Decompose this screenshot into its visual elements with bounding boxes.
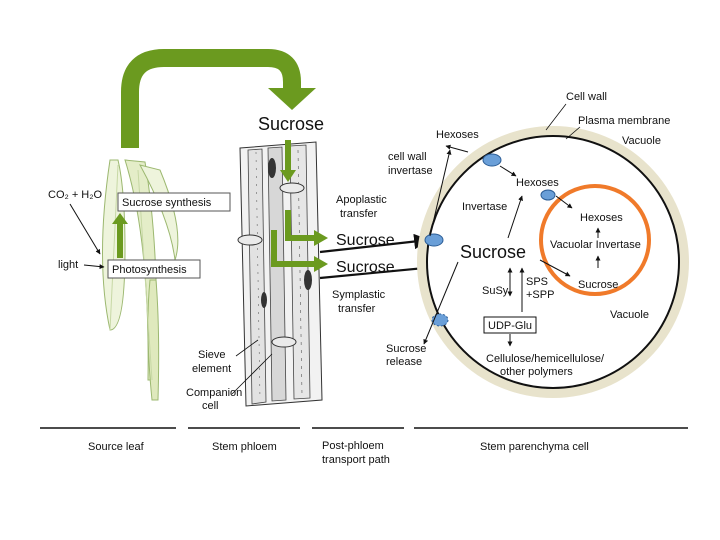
stem-phloem-illustration xyxy=(237,141,323,407)
sucrose-top-label: Sucrose xyxy=(258,114,324,134)
transporter-hexose-icon xyxy=(482,153,502,167)
hexoses-out-arrow xyxy=(445,144,469,153)
co2-h2o-label: CO₂ + H₂O xyxy=(48,189,103,201)
apoplastic-label-1: Apoplastic xyxy=(336,194,387,206)
companion-cell-label-1: Companion xyxy=(186,387,242,399)
hexoses-outer-label: Hexoses xyxy=(436,129,479,141)
hexose-import-arrow xyxy=(499,165,517,177)
sucrose-release-label-1: Sucrose xyxy=(386,343,426,355)
footer-source-leaf: Source leaf xyxy=(88,441,145,453)
symplastic-label-2: transfer xyxy=(338,303,376,315)
hexoses-vac-label: Hexoses xyxy=(580,212,623,224)
sps-label-1: SPS xyxy=(526,276,548,288)
sucrose-into-vacuole-arrow xyxy=(539,259,571,277)
photosynthesis-box: Photosynthesis xyxy=(107,259,201,279)
hexoses-cyto-label: Hexoses xyxy=(516,177,559,189)
sucrose-center-label: Sucrose xyxy=(460,242,526,262)
transporter-release-icon xyxy=(431,313,449,327)
cell-wall-invertase-label-1: cell wall xyxy=(388,151,427,163)
phloem-down-arrows xyxy=(271,140,328,272)
invertase-label: Invertase xyxy=(462,201,507,213)
cell-wall-invertase-label-2: invertase xyxy=(388,165,433,177)
vacuole-top-label: Vacuole xyxy=(622,135,661,147)
invertase-arrow xyxy=(507,195,523,239)
sps-label-2: +SPP xyxy=(526,289,554,301)
sucrose-vac-label: Sucrose xyxy=(578,279,618,291)
light-arrow xyxy=(83,264,105,270)
footer-stem-parenchyma: Stem parenchyma cell xyxy=(480,441,589,453)
svg-text:Photosynthesis: Photosynthesis xyxy=(112,264,187,276)
sieve-element-label-2: element xyxy=(192,363,231,375)
leaf-up-arrow xyxy=(112,213,128,258)
apoplastic-label-2: transfer xyxy=(340,208,378,220)
cell-wall-pointer xyxy=(545,103,567,131)
companion-cell-label-2: cell xyxy=(202,400,219,412)
cellulose-label-2: other polymers xyxy=(500,366,573,378)
plasma-membrane-label: Plasma membrane xyxy=(578,115,670,127)
sucrose-release-label-2: release xyxy=(386,356,422,368)
sieve-element-label-1: Sieve xyxy=(198,349,226,361)
co2-arrow xyxy=(69,203,101,255)
apoplastic-arrow xyxy=(319,233,430,254)
sucrose-synthesis-box: Sucrose synthesis xyxy=(117,192,231,212)
cw-invertase-arrow xyxy=(429,149,452,237)
cell-wall-label: Cell wall xyxy=(566,91,607,103)
vacuole-bottom-label: Vacuole xyxy=(610,309,649,321)
vacuole-ring xyxy=(539,184,651,296)
svg-text:Sucrose synthesis: Sucrose synthesis xyxy=(122,197,212,209)
udp-glu-box: UDP-Glu xyxy=(483,316,537,334)
symplastic-label-1: Symplastic xyxy=(332,289,386,301)
companion-pointer xyxy=(231,353,273,395)
susy-label: SuSy xyxy=(482,285,509,297)
tonoplast-transporter-icon xyxy=(540,189,556,201)
light-label: light xyxy=(58,259,78,271)
hexose-vac-arrow xyxy=(555,195,573,209)
sieve-pointer xyxy=(235,339,259,357)
footer-post-phloem-1: Post-phloem xyxy=(322,440,384,452)
vacuolar-invertase-label: Vacuolar Invertase xyxy=(550,239,641,251)
footer-post-phloem-2: transport path xyxy=(322,454,390,466)
transporter-sucrose-icon xyxy=(424,233,444,247)
plasma-membrane-pointer xyxy=(565,126,581,140)
footer-stem-phloem: Stem phloem xyxy=(212,441,277,453)
phloem-loading-arrow xyxy=(121,49,316,148)
cellulose-label-1: Cellulose/hemicellulose/ xyxy=(486,353,605,365)
sucrose-release-arrow xyxy=(423,261,459,345)
svg-text:UDP-Glu: UDP-Glu xyxy=(488,320,532,332)
